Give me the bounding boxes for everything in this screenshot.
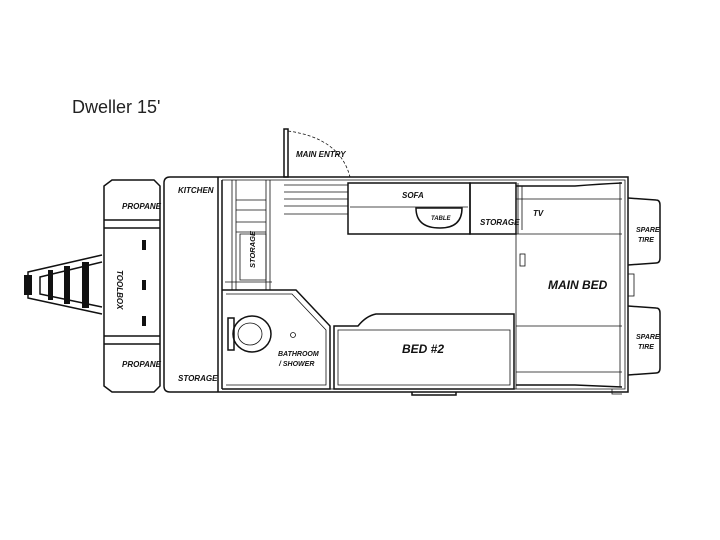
trailer-tongue <box>24 254 103 315</box>
label-spare-tire-top-1: SPARE <box>636 227 660 234</box>
floorplan-title: Dweller 15' <box>72 97 161 117</box>
label-spare-tire-bottom-2: TIRE <box>638 344 654 351</box>
label-tv: TV <box>533 209 544 218</box>
label-bathroom-1: BATHROOM <box>278 351 319 358</box>
label-propane-top: PROPANE <box>122 202 162 211</box>
bed-2 <box>333 313 515 390</box>
spare-tires <box>627 197 661 376</box>
label-storage-front: STORAGE <box>178 374 218 383</box>
label-main-bed: MAIN BED <box>548 278 608 292</box>
main-bed <box>515 182 623 389</box>
galley-storage <box>225 180 272 290</box>
label-kitchen: KITCHEN <box>178 186 214 195</box>
wheel-well <box>411 392 457 396</box>
label-toolbox: TOOLBOX <box>115 270 124 310</box>
label-table: TABLE <box>431 216 452 222</box>
label-storage-galley: STORAGE <box>248 230 257 268</box>
main-entry-door <box>283 128 351 178</box>
label-storage-mid: STORAGE <box>480 218 520 227</box>
label-bathroom-2: / SHOWER <box>278 361 314 368</box>
front-cargo-box <box>103 179 161 393</box>
label-spare-tire-top-2: TIRE <box>638 237 654 244</box>
rear-step <box>611 389 622 395</box>
bathroom <box>222 289 331 390</box>
label-sofa: SOFA <box>402 191 424 200</box>
label-propane-bottom: PROPANE <box>122 360 162 369</box>
label-main-entry: MAIN ENTRY <box>296 150 346 159</box>
label-bed-2: BED #2 <box>402 342 444 356</box>
label-spare-tire-bottom-1: SPARE <box>636 334 660 341</box>
entry-step <box>284 184 349 215</box>
